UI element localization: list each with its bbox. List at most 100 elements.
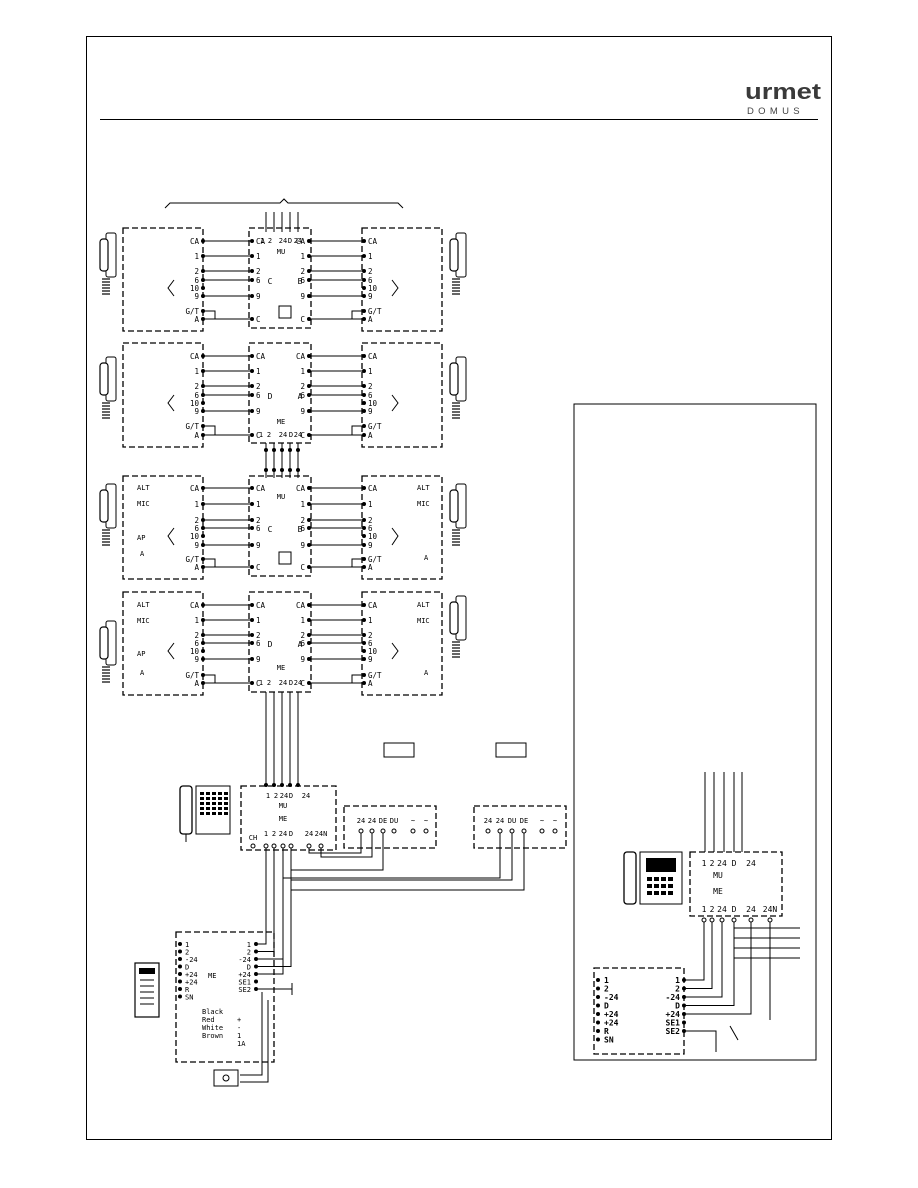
left-apartment-label: A — [194, 679, 199, 688]
inset-label: 24 — [717, 859, 727, 868]
bus-right-label: 2 — [300, 382, 305, 391]
panel-label: -24 — [238, 956, 251, 964]
right-apartment-terminal — [362, 534, 366, 538]
wire-color-label: White — [202, 1024, 223, 1032]
right-apartment-terminal — [362, 384, 366, 388]
riser-label: 2 — [268, 237, 272, 245]
left-apartment-terminal — [201, 424, 205, 428]
bus-left-label: 1 — [256, 616, 261, 625]
handset-receiver — [449, 238, 459, 272]
bus-right-terminal — [307, 384, 311, 388]
left-apartment-label: 10 — [190, 647, 200, 656]
phone-key — [224, 797, 228, 800]
gt-wire — [351, 558, 362, 567]
bus-left-label: CA — [256, 484, 266, 493]
bus-right-label: 2 — [300, 631, 305, 640]
header-rule — [100, 119, 818, 120]
bus-enclosure — [248, 227, 312, 329]
left-apartment-terminal — [201, 649, 205, 653]
bus-right-terminal — [307, 518, 311, 522]
psu-wire — [320, 833, 373, 858]
right-apartment-terminal — [362, 681, 366, 685]
right-apartment-label: 10 — [368, 284, 378, 293]
riser-me-label: 1 — [259, 679, 263, 687]
riser-node — [264, 783, 268, 787]
inset-panel-label: -24 — [604, 993, 619, 1002]
bus-right-terminal — [307, 502, 311, 506]
right-apartment-label: 2 — [368, 267, 373, 276]
inset-panel-label: +24 — [604, 1019, 619, 1028]
bus-right-terminal — [307, 681, 311, 685]
bus-right-terminal — [307, 254, 311, 258]
right-apartment-label: 10 — [368, 399, 378, 408]
right-apartment-label: 9 — [368, 655, 373, 664]
riser-label: 24 — [279, 237, 287, 245]
left-apartment-label: A — [194, 431, 199, 440]
panel-terminal — [254, 942, 258, 946]
psu-wire — [308, 833, 362, 854]
bus-right-label: C — [300, 315, 305, 324]
bus-right-label: 9 — [300, 407, 305, 416]
switchboard-terminal — [271, 843, 277, 849]
bus-left-terminal — [250, 618, 254, 622]
right-apartment-label: CA — [368, 237, 378, 246]
ap-label: AP — [137, 650, 145, 658]
riser-label: 24 — [294, 237, 302, 245]
riser-node — [296, 448, 300, 452]
handset-icon — [449, 232, 467, 295]
lock-terminal-label: 1A — [237, 1040, 246, 1048]
door-panel-enclosure — [175, 931, 275, 1063]
right-apartment-terminal — [362, 278, 366, 282]
phone-key — [206, 797, 210, 800]
left-apartment-terminal — [201, 565, 205, 569]
left-apartment-terminal — [201, 633, 205, 637]
panel-terminal — [178, 957, 182, 961]
bus-enclosure — [248, 342, 312, 444]
psu-label: 24 — [357, 817, 365, 825]
inset-panel-label: -24 — [666, 993, 681, 1002]
bus-left-terminal — [250, 657, 254, 661]
right-apartment-label: 6 — [368, 639, 373, 648]
left-apartment-terminal — [201, 518, 205, 522]
entry-panel-icon — [134, 962, 160, 1018]
bus-right-label: 6 — [300, 391, 305, 400]
left-apartment-label: G/T — [185, 422, 199, 431]
bus-right-label: CA — [296, 484, 306, 493]
bus-left-label: CA — [256, 601, 266, 610]
handset-receiver — [449, 489, 459, 523]
bus-right-terminal — [307, 269, 311, 273]
psu-label: 24 — [368, 817, 376, 825]
apartment-enclosure — [361, 227, 443, 332]
phone-key — [224, 792, 228, 795]
lock-wire — [240, 1000, 269, 1083]
distribution-letter: C — [268, 525, 273, 534]
handset-icon — [449, 356, 467, 419]
lock-terminal-label: - — [237, 1024, 241, 1032]
inset-me: ME — [713, 887, 723, 896]
psu-terminal — [391, 828, 397, 834]
panel-label: +24 — [185, 979, 198, 987]
panel-terminal — [178, 949, 182, 954]
phone-key — [654, 884, 659, 888]
phone-display — [646, 858, 676, 872]
handset-receiver — [99, 238, 109, 272]
right-apartment-terminal — [362, 649, 366, 653]
bus-left-terminal — [250, 239, 254, 243]
phone-key — [218, 812, 222, 815]
psu-terminal — [552, 828, 558, 834]
panel-label: SE2 — [238, 986, 251, 994]
riser-label: D — [288, 237, 292, 245]
riser-node — [280, 468, 284, 472]
bus-left-label: 9 — [256, 407, 261, 416]
panel-label: D — [185, 964, 189, 972]
fuse-symbol — [495, 742, 527, 758]
panel-terminal — [178, 964, 182, 969]
bus-right-terminal — [307, 633, 311, 637]
a-label: A — [424, 669, 429, 677]
phone-key — [212, 797, 216, 800]
left-apartment-terminal — [201, 502, 205, 506]
switchboard-terminal — [306, 843, 312, 849]
panel-label: SN — [185, 994, 193, 1002]
bus-right-label: 9 — [300, 655, 305, 664]
